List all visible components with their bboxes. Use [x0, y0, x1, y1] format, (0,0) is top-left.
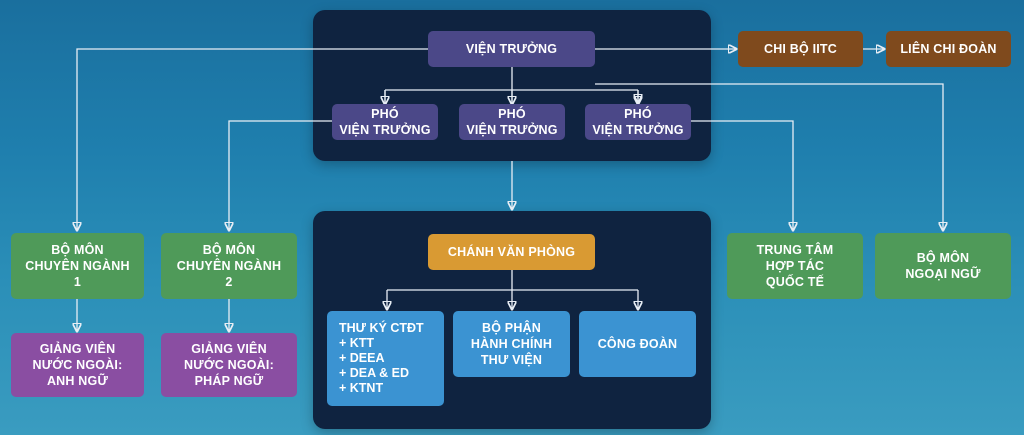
office-chief-box: CHÁNH VĂN PHÒNG: [428, 234, 595, 270]
program-secretary-box: THƯ KÝ CTĐT + KTT + DEEA + DEA & ED + KT…: [327, 311, 444, 406]
intl-cooperation-center-box: TRUNG TÂM HỢP TÁC QUỐC TẾ: [727, 233, 863, 299]
vice-director-box-3: PHÓ VIỆN TRƯỞNG: [585, 104, 691, 140]
specialized-dept-1-box: BỘ MÔN CHUYÊN NGÀNH 1: [11, 233, 144, 299]
program-item: + KTT: [339, 336, 375, 350]
specialized-dept-2-box: BỘ MÔN CHUYÊN NGÀNH 2: [161, 233, 297, 299]
party-cell-box: CHI BỘ IITC: [738, 31, 863, 67]
trade-union-box: CÔNG ĐOÀN: [579, 311, 696, 377]
program-item: + DEA & ED: [339, 366, 410, 380]
connector-to-dept-1: [77, 48, 428, 230]
youth-union-box: LIÊN CHI ĐOÀN: [886, 31, 1011, 67]
connector-to-intl-center: [688, 120, 793, 230]
connector-to-language-dept: [595, 83, 943, 230]
program-item: + DEEA: [339, 351, 385, 365]
foreign-language-dept-box: BỘ MÔN NGOẠI NGỮ: [875, 233, 1011, 299]
program-secretary-title: THƯ KÝ CTĐT: [339, 321, 424, 335]
director-box: VIỆN TRƯỞNG: [428, 31, 595, 67]
admin-library-box: BỘ PHẬN HÀNH CHÍNH THƯ VIỆN: [453, 311, 570, 377]
vice-director-box-2: PHÓ VIỆN TRƯỞNG: [459, 104, 565, 140]
english-lecturers-box: GIẢNG VIÊN NƯỚC NGOÀI: ANH NGỮ: [11, 333, 144, 397]
french-lecturers-box: GIẢNG VIÊN NƯỚC NGOÀI: PHÁP NGỮ: [161, 333, 297, 397]
vice-director-box-1: PHÓ VIỆN TRƯỞNG: [332, 104, 438, 140]
connector-to-dept-2: [229, 120, 332, 230]
program-item: + KTNT: [339, 381, 384, 395]
